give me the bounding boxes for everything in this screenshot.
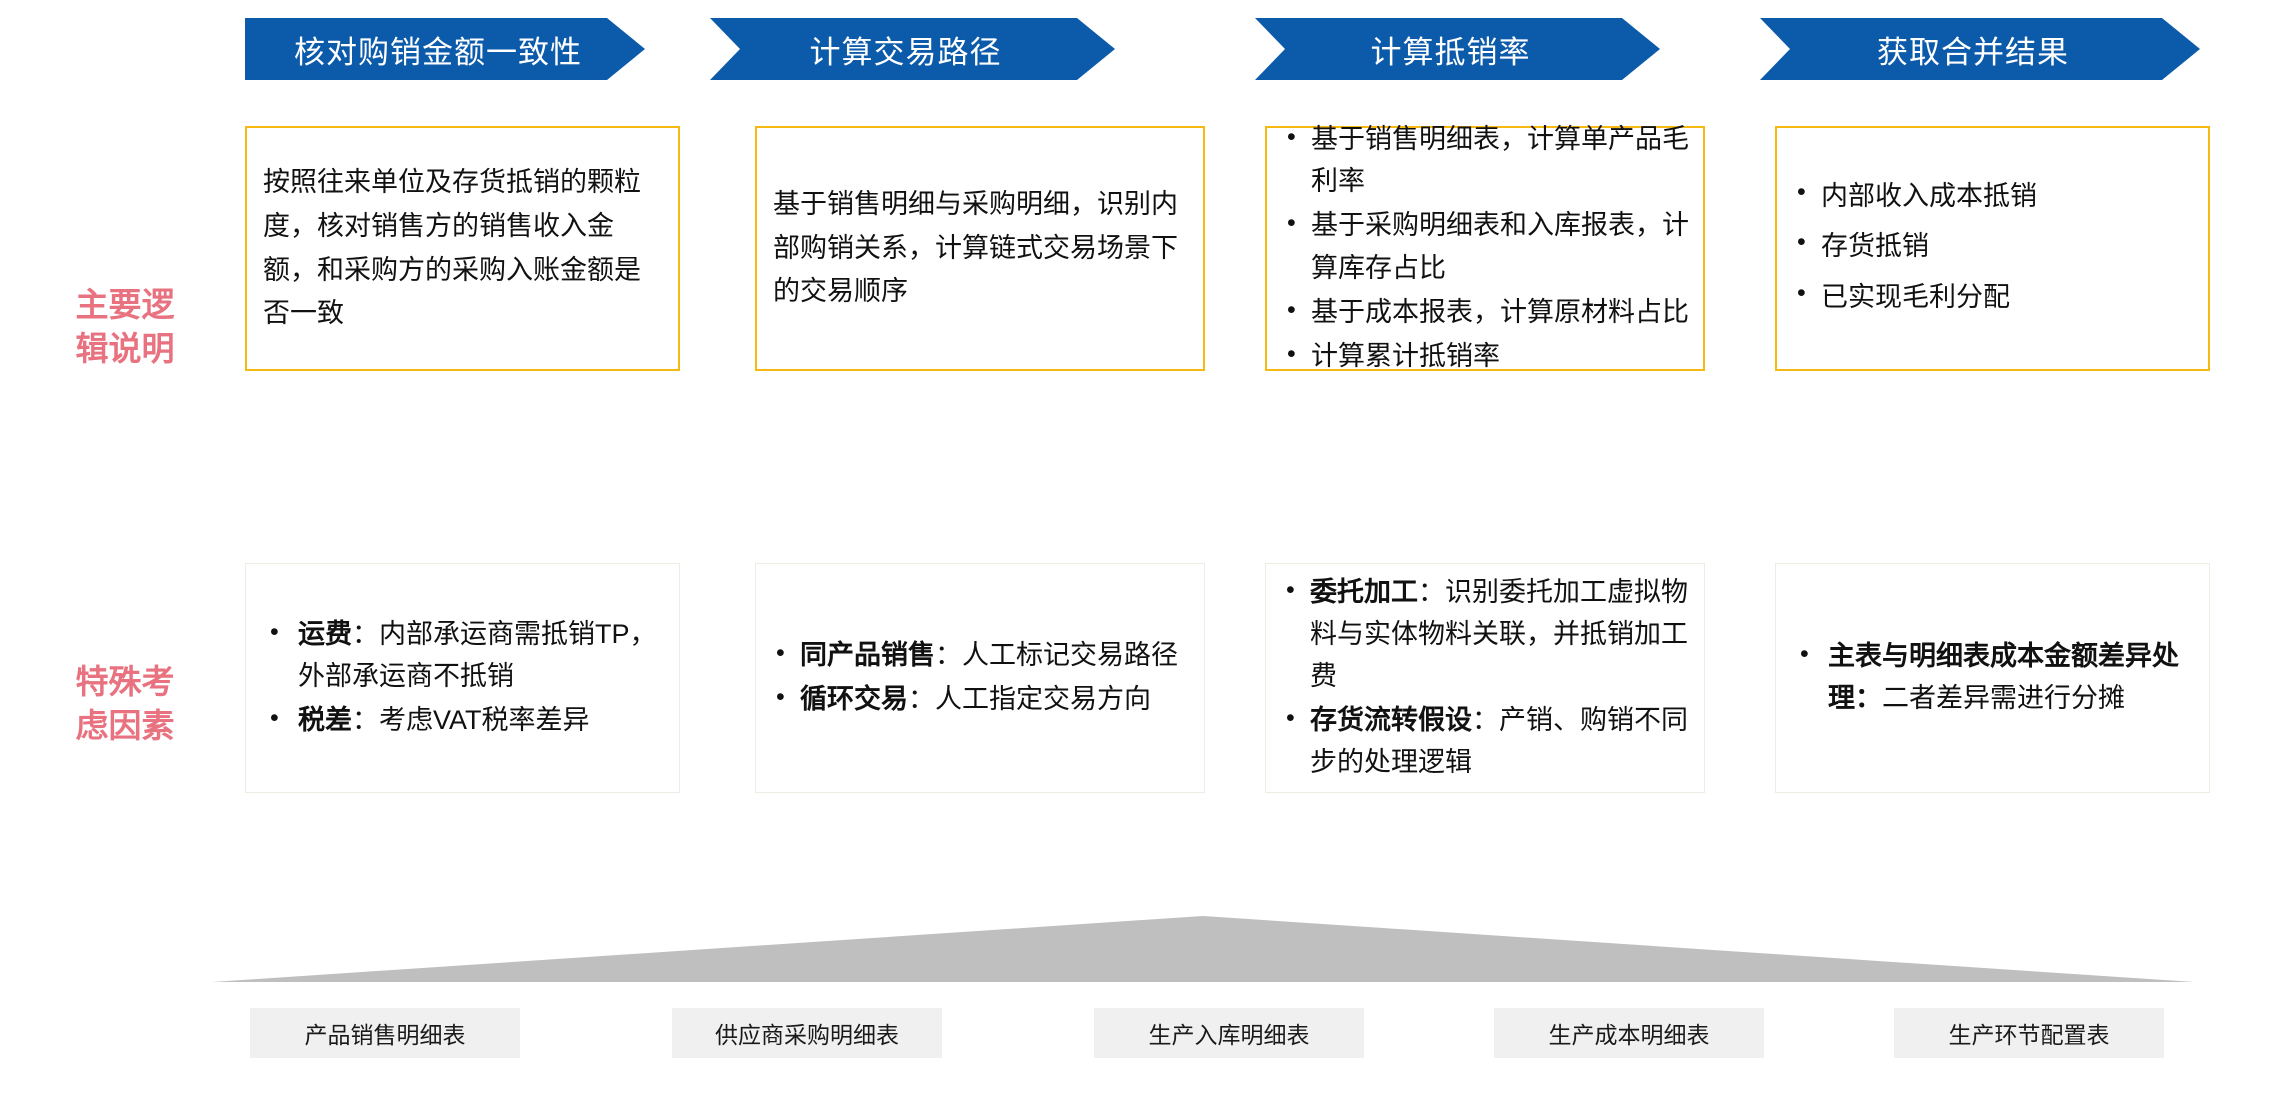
list-item: 主表与明细表成本金额差异处理：二者差异需进行分摊 <box>1792 635 2195 719</box>
term: 主表与明细表成本金额差异处理 <box>1828 640 2179 713</box>
special-card-1: 运费：内部承运商需抵销TP，外部承运商不抵销 税差：考虑VAT税率差异 <box>245 563 680 793</box>
list-item: 循环交易：人工指定交易方向 <box>772 678 1190 720</box>
special-list-2: 同产品销售：人工标记交易路径 循环交易：人工指定交易方向 <box>772 634 1190 720</box>
source-table-chip-4[interactable]: 生产成本明细表 <box>1494 1008 1764 1058</box>
source-table-chip-1[interactable]: 产品销售明细表 <box>250 1008 520 1058</box>
row-label-special-considerations: 特殊考 虑因素 <box>20 660 230 747</box>
source-table-chip-3[interactable]: 生产入库明细表 <box>1094 1008 1364 1058</box>
list-item: 基于成本报表，计算原材料占比 <box>1283 291 1689 333</box>
list-item: 基于销售明细表，计算单产品毛利率 <box>1283 118 1689 202</box>
main-logic-list-3: 基于销售明细表，计算单产品毛利率 基于采购明细表和入库报表，计算库存占比 基于成… <box>1283 118 1689 377</box>
process-step-chevron-2[interactable]: 计算交易路径 <box>710 18 1115 80</box>
special-list-3: 委托加工：识别委托加工虚拟物料与实体物料关联，并抵销加工费 存货流转假设：产销、… <box>1282 571 1690 784</box>
separator: ： <box>1472 705 1499 736</box>
definition: 内部承运商需抵销TP，外部承运商不抵销 <box>298 618 657 691</box>
funnel-triangle-icon <box>212 916 2194 982</box>
term: 运费 <box>298 618 352 649</box>
separator: ： <box>935 639 962 670</box>
source-table-label-3: 生产入库明细表 <box>1148 1022 1310 1048</box>
source-table-chip-2[interactable]: 供应商采购明细表 <box>672 1008 942 1058</box>
list-item: 计算累计抵销率 <box>1283 335 1689 377</box>
list-item: 同产品销售：人工标记交易路径 <box>772 634 1190 676</box>
process-step-label-2: 计算交易路径 <box>809 34 1002 70</box>
definition: 产销、购销不同步的处理逻辑 <box>1310 705 1688 778</box>
main-logic-card-3: 基于销售明细表，计算单产品毛利率 基于采购明细表和入库报表，计算库存占比 基于成… <box>1265 118 1705 374</box>
row-label-special-line1: 特殊考 <box>75 663 175 700</box>
term: 同产品销售 <box>800 639 935 670</box>
process-step-label-1: 核对购销金额一致性 <box>294 34 582 70</box>
source-table-label-1: 产品销售明细表 <box>304 1022 466 1048</box>
separator: ： <box>908 684 935 714</box>
process-step-chevron-3[interactable]: 计算抵销率 <box>1255 18 1660 80</box>
special-card-2: 同产品销售：人工标记交易路径 循环交易：人工指定交易方向 <box>755 563 1205 793</box>
list-item: 内部收入成本抵销 <box>1793 173 2194 219</box>
process-step-chevron-1[interactable]: 核对购销金额一致性 <box>245 18 645 80</box>
process-step-label-4: 获取合并结果 <box>1877 34 2069 70</box>
term: 税差 <box>298 705 352 736</box>
row-label-special-line2: 虑因素 <box>75 706 175 744</box>
special-card-4: 主表与明细表成本金额差异处理：二者差异需进行分摊 <box>1775 563 2210 793</box>
list-item: 基于采购明细表和入库报表，计算库存占比 <box>1283 204 1689 288</box>
main-logic-list-4: 内部收入成本抵销 存货抵销 已实现毛利分配 <box>1793 173 2194 320</box>
special-list-1: 运费：内部承运商需抵销TP，外部承运商不抵销 税差：考虑VAT税率差异 <box>262 613 665 741</box>
source-table-chip-5[interactable]: 生产环节配置表 <box>1894 1008 2164 1058</box>
list-item: 运费：内部承运商需抵销TP，外部承运商不抵销 <box>262 613 665 697</box>
term: 委托加工 <box>1310 576 1418 607</box>
list-item: 存货流转假设：产销、购销不同步的处理逻辑 <box>1282 699 1690 783</box>
definition: 考虑VAT税率差异 <box>379 705 590 736</box>
main-logic-card-2: 基于销售明细与采购明细，识别内部购销关系，计算链式交易场景下的交易顺序 <box>755 126 1205 371</box>
row-label-main-logic: 主要逻 辑说明 <box>20 283 230 370</box>
definition: 识别委托加工虚拟物料与实体物料关联，并抵销加工费 <box>1310 576 1688 691</box>
row-label-main-logic-line1: 主要逻 <box>75 286 175 323</box>
definition: 二者差异需进行分摊 <box>1882 683 2125 713</box>
separator: ： <box>1418 576 1445 607</box>
separator: ： <box>352 705 379 736</box>
source-table-label-4: 生产成本明细表 <box>1548 1022 1710 1048</box>
list-item: 委托加工：识别委托加工虚拟物料与实体物料关联，并抵销加工费 <box>1282 571 1690 697</box>
special-card-3: 委托加工：识别委托加工虚拟物料与实体物料关联，并抵销加工费 存货流转假设：产销、… <box>1265 563 1705 793</box>
main-logic-text-1: 按照往来单位及存货抵销的颗粒度，核对销售方的销售收入金额，和采购方的采购入账金额… <box>263 167 641 329</box>
row-label-main-logic-line2: 辑说明 <box>75 329 175 367</box>
main-logic-text-2: 基于销售明细与采购明细，识别内部购销关系，计算链式交易场景下的交易顺序 <box>773 188 1178 307</box>
term: 存货流转假设 <box>1310 705 1472 736</box>
separator: ： <box>1855 683 1882 713</box>
separator: ： <box>352 618 379 649</box>
source-table-label-5: 生产环节配置表 <box>1948 1022 2110 1048</box>
list-item: 已实现毛利分配 <box>1793 274 2194 320</box>
special-list-4: 主表与明细表成本金额差异处理：二者差异需进行分摊 <box>1792 635 2195 719</box>
source-table-label-2: 供应商采购明细表 <box>715 1022 899 1048</box>
term: 循环交易 <box>800 684 908 714</box>
main-logic-card-1: 按照往来单位及存货抵销的颗粒度，核对销售方的销售收入金额，和采购方的采购入账金额… <box>245 126 680 371</box>
definition: 人工指定交易方向 <box>935 684 1151 714</box>
process-step-chevron-4[interactable]: 获取合并结果 <box>1760 18 2200 80</box>
process-step-label-3: 计算抵销率 <box>1370 34 1531 70</box>
list-item: 税差：考虑VAT税率差异 <box>262 699 665 741</box>
list-item: 存货抵销 <box>1793 223 2194 269</box>
main-logic-card-4: 内部收入成本抵销 存货抵销 已实现毛利分配 <box>1775 126 2210 371</box>
definition: 人工标记交易路径 <box>962 639 1178 670</box>
